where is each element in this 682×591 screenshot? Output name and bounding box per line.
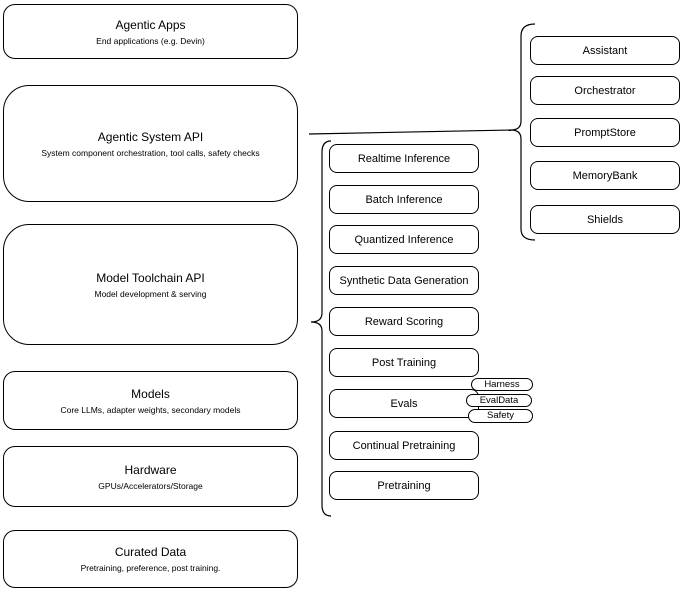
node-title: Agentic Apps [115,17,186,32]
pill-safety: Safety [468,409,533,423]
node-label: Orchestrator [574,84,636,97]
node-agentic-apps: Agentic Apps End applications (e.g. Devi… [3,4,298,59]
node-subtitle: Pretraining, preference, post training. [80,563,221,573]
node-hardware: Hardware GPUs/Accelerators/Storage [3,446,298,507]
node-post-training: Post Training [329,348,479,377]
node-continual-pretraining: Continual Pretraining [329,431,479,460]
node-subtitle: End applications (e.g. Devin) [96,35,205,46]
node-title: Models [131,386,170,401]
node-label: Post Training [371,356,437,369]
node-model-toolchain-api: Model Toolchain API Model development & … [3,224,298,345]
system-api-to-components-connector [308,129,512,135]
node-label: Pretraining [377,479,431,492]
node-label: Realtime Inference [357,152,451,165]
pill-label: Harness [484,378,520,390]
node-quantized-inference: Quantized Inference [329,225,479,254]
node-orchestrator: Orchestrator [530,76,680,105]
node-label: Quantized Inference [354,233,454,246]
node-label: Evals [390,397,418,410]
toolchain-group-brace [310,140,332,517]
node-label: Batch Inference [365,193,443,206]
node-title: Agentic System API [97,129,204,144]
node-evals: Evals [329,389,479,418]
node-subtitle: GPUs/Accelerators/Storage [98,480,203,491]
pill-harness: Harness [471,378,533,391]
node-label: Shields [586,213,624,226]
node-subtitle: System component orchestration, tool cal… [41,147,260,158]
node-synthetic-data-generation: Synthetic Data Generation [329,266,479,295]
node-label: Assistant [582,44,628,57]
node-subtitle: Core LLMs, adapter weights, secondary mo… [60,404,241,415]
node-models: Models Core LLMs, adapter weights, secon… [3,371,298,430]
node-title: Model Toolchain API [96,270,205,285]
node-subtitle: Model development & serving [94,288,207,299]
node-pretraining: Pretraining [329,471,479,500]
node-title: Curated Data [114,545,187,559]
node-label: Reward Scoring [364,315,444,328]
pill-label: Safety [487,410,514,421]
node-assistant: Assistant [530,36,680,65]
node-reward-scoring: Reward Scoring [329,307,479,336]
pill-label: EvalData [479,394,519,406]
node-label: PromptStore [574,126,636,139]
node-memorybank: MemoryBank [530,161,680,190]
node-curated-data: Curated Data Pretraining, preference, po… [3,530,298,588]
pill-evaldata: EvalData [466,394,532,407]
node-batch-inference: Batch Inference [329,185,479,214]
node-promptstore: PromptStore [530,118,680,147]
node-shields: Shields [530,205,680,234]
node-label: Synthetic Data Generation [339,274,469,287]
node-label: Continual Pretraining [352,439,456,452]
node-title: Hardware [124,462,177,477]
node-realtime-inference: Realtime Inference [329,144,479,173]
node-label: MemoryBank [572,169,638,182]
node-agentic-system-api: Agentic System API System component orch… [3,85,298,202]
